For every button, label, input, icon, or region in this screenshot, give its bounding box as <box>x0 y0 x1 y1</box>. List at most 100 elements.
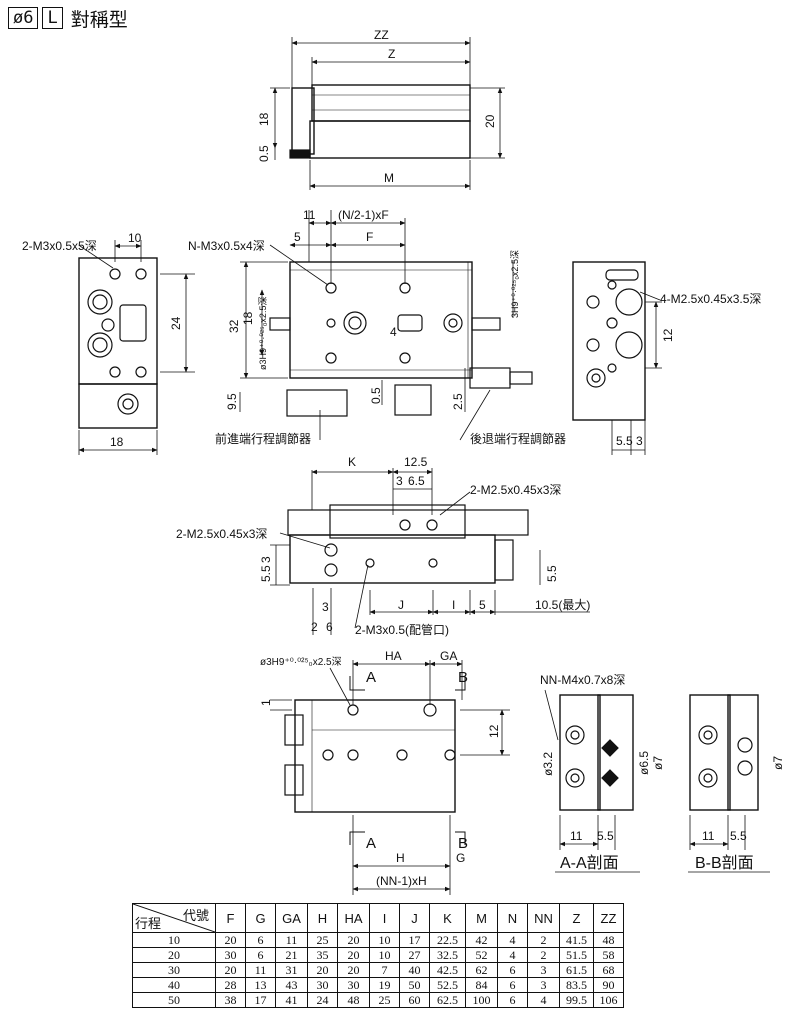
col-header: J <box>399 903 430 933</box>
table-cell: 6 <box>245 947 276 963</box>
table-cell: 51.5 <box>559 947 594 963</box>
type-box: L <box>42 7 63 29</box>
table-cell: 30 <box>215 947 246 963</box>
bottom-dim-ga: GA <box>440 649 457 663</box>
table-cell: 10 <box>369 947 400 963</box>
bottom-dim-nnh: (NN-1)xH <box>376 874 427 888</box>
section-thread-label: NN-M4x0.7x8深 <box>540 673 625 687</box>
mid-dim-3b: 3 <box>259 556 273 563</box>
table-cell: 28 <box>215 977 246 993</box>
table-cell: 3 <box>527 962 560 978</box>
table-cell: 20 <box>307 962 338 978</box>
page-title: ø6 L 對稱型 <box>8 6 128 31</box>
table-cell: 68 <box>593 962 624 978</box>
table-cell: 3 <box>527 977 560 993</box>
section-bb-dim-11: 11 <box>702 829 715 843</box>
title-text: 對稱型 <box>70 8 128 31</box>
technical-drawing: ZZ Z M 18 0.5 20 10 2-M3x0.5x5深 24 18 11… <box>22 28 785 895</box>
table-cell: 7 <box>369 962 400 978</box>
table-cell: 4 <box>497 932 528 948</box>
stroke-cell: 10 <box>132 932 216 948</box>
section-mark-b-bottom: B <box>458 835 468 852</box>
section-bb <box>688 694 770 873</box>
stroke-cell: 40 <box>132 977 216 993</box>
dim-20: 20 <box>483 114 497 128</box>
table-cell: 13 <box>245 977 276 993</box>
rear-adjuster-label: 後退端行程調節器 <box>470 431 566 446</box>
section-dim-65: ø6.5 <box>637 751 651 775</box>
bottom-hole-label: ø3H9⁺⁰·⁰²⁵₀x2.5深 <box>260 656 342 668</box>
table-cell: 106 <box>593 992 624 1008</box>
col-header: H <box>307 903 338 933</box>
table-header-row: 代號 行程 F G GA H HA I J K M N NN Z ZZ <box>132 903 624 933</box>
col-header: I <box>369 903 400 933</box>
table-cell: 22.5 <box>429 932 466 948</box>
col-header: Z <box>559 903 594 933</box>
table-cell: 35 <box>307 947 338 963</box>
table-cell: 2 <box>527 947 560 963</box>
table-cell: 48 <box>337 992 370 1008</box>
side-view <box>78 240 195 455</box>
stroke-cell: 20 <box>132 947 216 963</box>
front-dim-nf: (N/2-1)xF <box>338 208 389 222</box>
section-aa-dim-55: 5.5 <box>597 829 614 843</box>
stroke-cell: 30 <box>132 962 216 978</box>
front-dim-f: F <box>366 230 373 244</box>
front-right-hole-label: 3H9⁺⁰·⁰²⁵₀x2.5深 <box>510 250 520 318</box>
table-cell: 42.5 <box>429 962 466 978</box>
table-cell: 20 <box>337 962 370 978</box>
table-cell: 21 <box>275 947 308 963</box>
end-view <box>572 261 662 455</box>
table-cell: 100 <box>465 992 498 1008</box>
middle-view <box>270 468 590 635</box>
col-header: NN <box>527 903 560 933</box>
section-aa-dim-11: 11 <box>570 829 583 843</box>
bore-size-box: ø6 <box>8 7 39 29</box>
mid-dim-3: 3 <box>396 474 403 488</box>
col-header: F <box>215 903 246 933</box>
front-dim-18: 18 <box>241 311 255 325</box>
table-cell: 41.5 <box>559 932 594 948</box>
front-dim-25: 2.5 <box>451 393 465 410</box>
table-cell: 30 <box>307 977 338 993</box>
section-bb-dim-55: 5.5 <box>730 829 747 843</box>
table-cell: 20 <box>337 932 370 948</box>
table-cell: 20 <box>337 947 370 963</box>
table-cell: 17 <box>399 932 430 948</box>
table-cell: 61.5 <box>559 962 594 978</box>
table-cell: 6 <box>497 977 528 993</box>
col-header: GA <box>275 903 308 933</box>
table-cell: 6 <box>245 932 276 948</box>
bottom-dim-12: 12 <box>487 724 501 738</box>
table-cell: 27 <box>399 947 430 963</box>
mid-dim-55a: 5.5 <box>259 565 273 582</box>
bottom-dim-g: G <box>456 851 465 865</box>
table-cell: 17 <box>245 992 276 1008</box>
table-cell: 38 <box>215 992 246 1008</box>
front-dim-32: 32 <box>227 319 241 333</box>
bottom-dim-1: 1 <box>259 699 273 706</box>
mid-thread-label-2: 2-M2.5x0.45x3深 <box>176 527 267 541</box>
section-bb-title: B-B剖面 <box>695 854 754 872</box>
side-dim-18: 18 <box>110 435 124 449</box>
end-dim-12: 12 <box>661 328 675 342</box>
section-aa <box>544 689 640 873</box>
table-cell: 6 <box>497 962 528 978</box>
table-cell: 4 <box>497 947 528 963</box>
table-cell: 2 <box>527 932 560 948</box>
mid-dim-55b: 5.5 <box>545 565 559 582</box>
front-dim-11: 11 <box>303 208 316 222</box>
col-header: ZZ <box>593 903 624 933</box>
corner-stroke-label: 行程 <box>135 916 162 931</box>
front-dim-4: 4 <box>390 325 397 339</box>
table-cell: 4 <box>527 992 560 1008</box>
top-view <box>270 37 505 190</box>
front-thread-label: N-M3x0.5x4深 <box>188 239 265 253</box>
table-corner-cell: 代號 行程 <box>132 903 216 933</box>
side-thread-label: 2-M3x0.5x5深 <box>22 239 97 253</box>
mid-dim-i: I <box>452 598 455 612</box>
col-header: HA <box>337 903 370 933</box>
front-dim-05: 0.5 <box>369 387 383 404</box>
